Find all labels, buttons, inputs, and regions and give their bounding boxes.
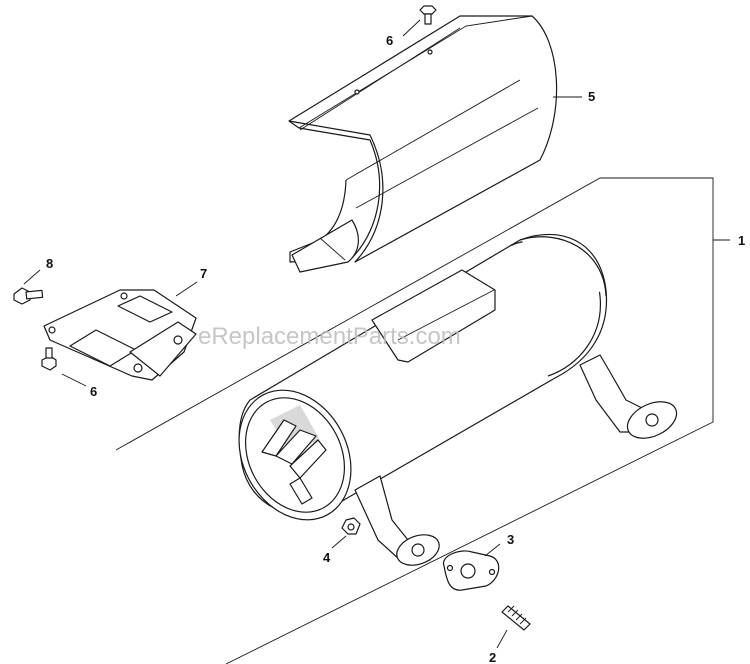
bolt-left[interactable] [13, 287, 44, 305]
callout-2: 2 [489, 650, 496, 664]
watermark-text: eReplacementParts.com [198, 323, 461, 350]
callout-6-top: 6 [386, 33, 393, 48]
bolt-top[interactable] [419, 5, 437, 25]
stud[interactable] [501, 605, 531, 631]
callout-1: 1 [738, 233, 745, 248]
bolt-lower-left[interactable] [41, 347, 57, 371]
callout-4: 4 [323, 550, 331, 565]
callout-7: 7 [200, 266, 207, 281]
nut[interactable] [341, 517, 361, 535]
callout-8: 8 [46, 256, 53, 271]
heat-shield[interactable] [288, 15, 558, 285]
callout-3: 3 [507, 532, 514, 547]
assembly-outline [115, 177, 730, 664]
leader-lines [23, 19, 582, 649]
muffler[interactable] [217, 233, 682, 570]
callout-6-left: 6 [90, 384, 97, 399]
gasket[interactable] [442, 550, 500, 591]
mounting-plate[interactable] [43, 289, 197, 381]
callout-5: 5 [588, 89, 595, 104]
